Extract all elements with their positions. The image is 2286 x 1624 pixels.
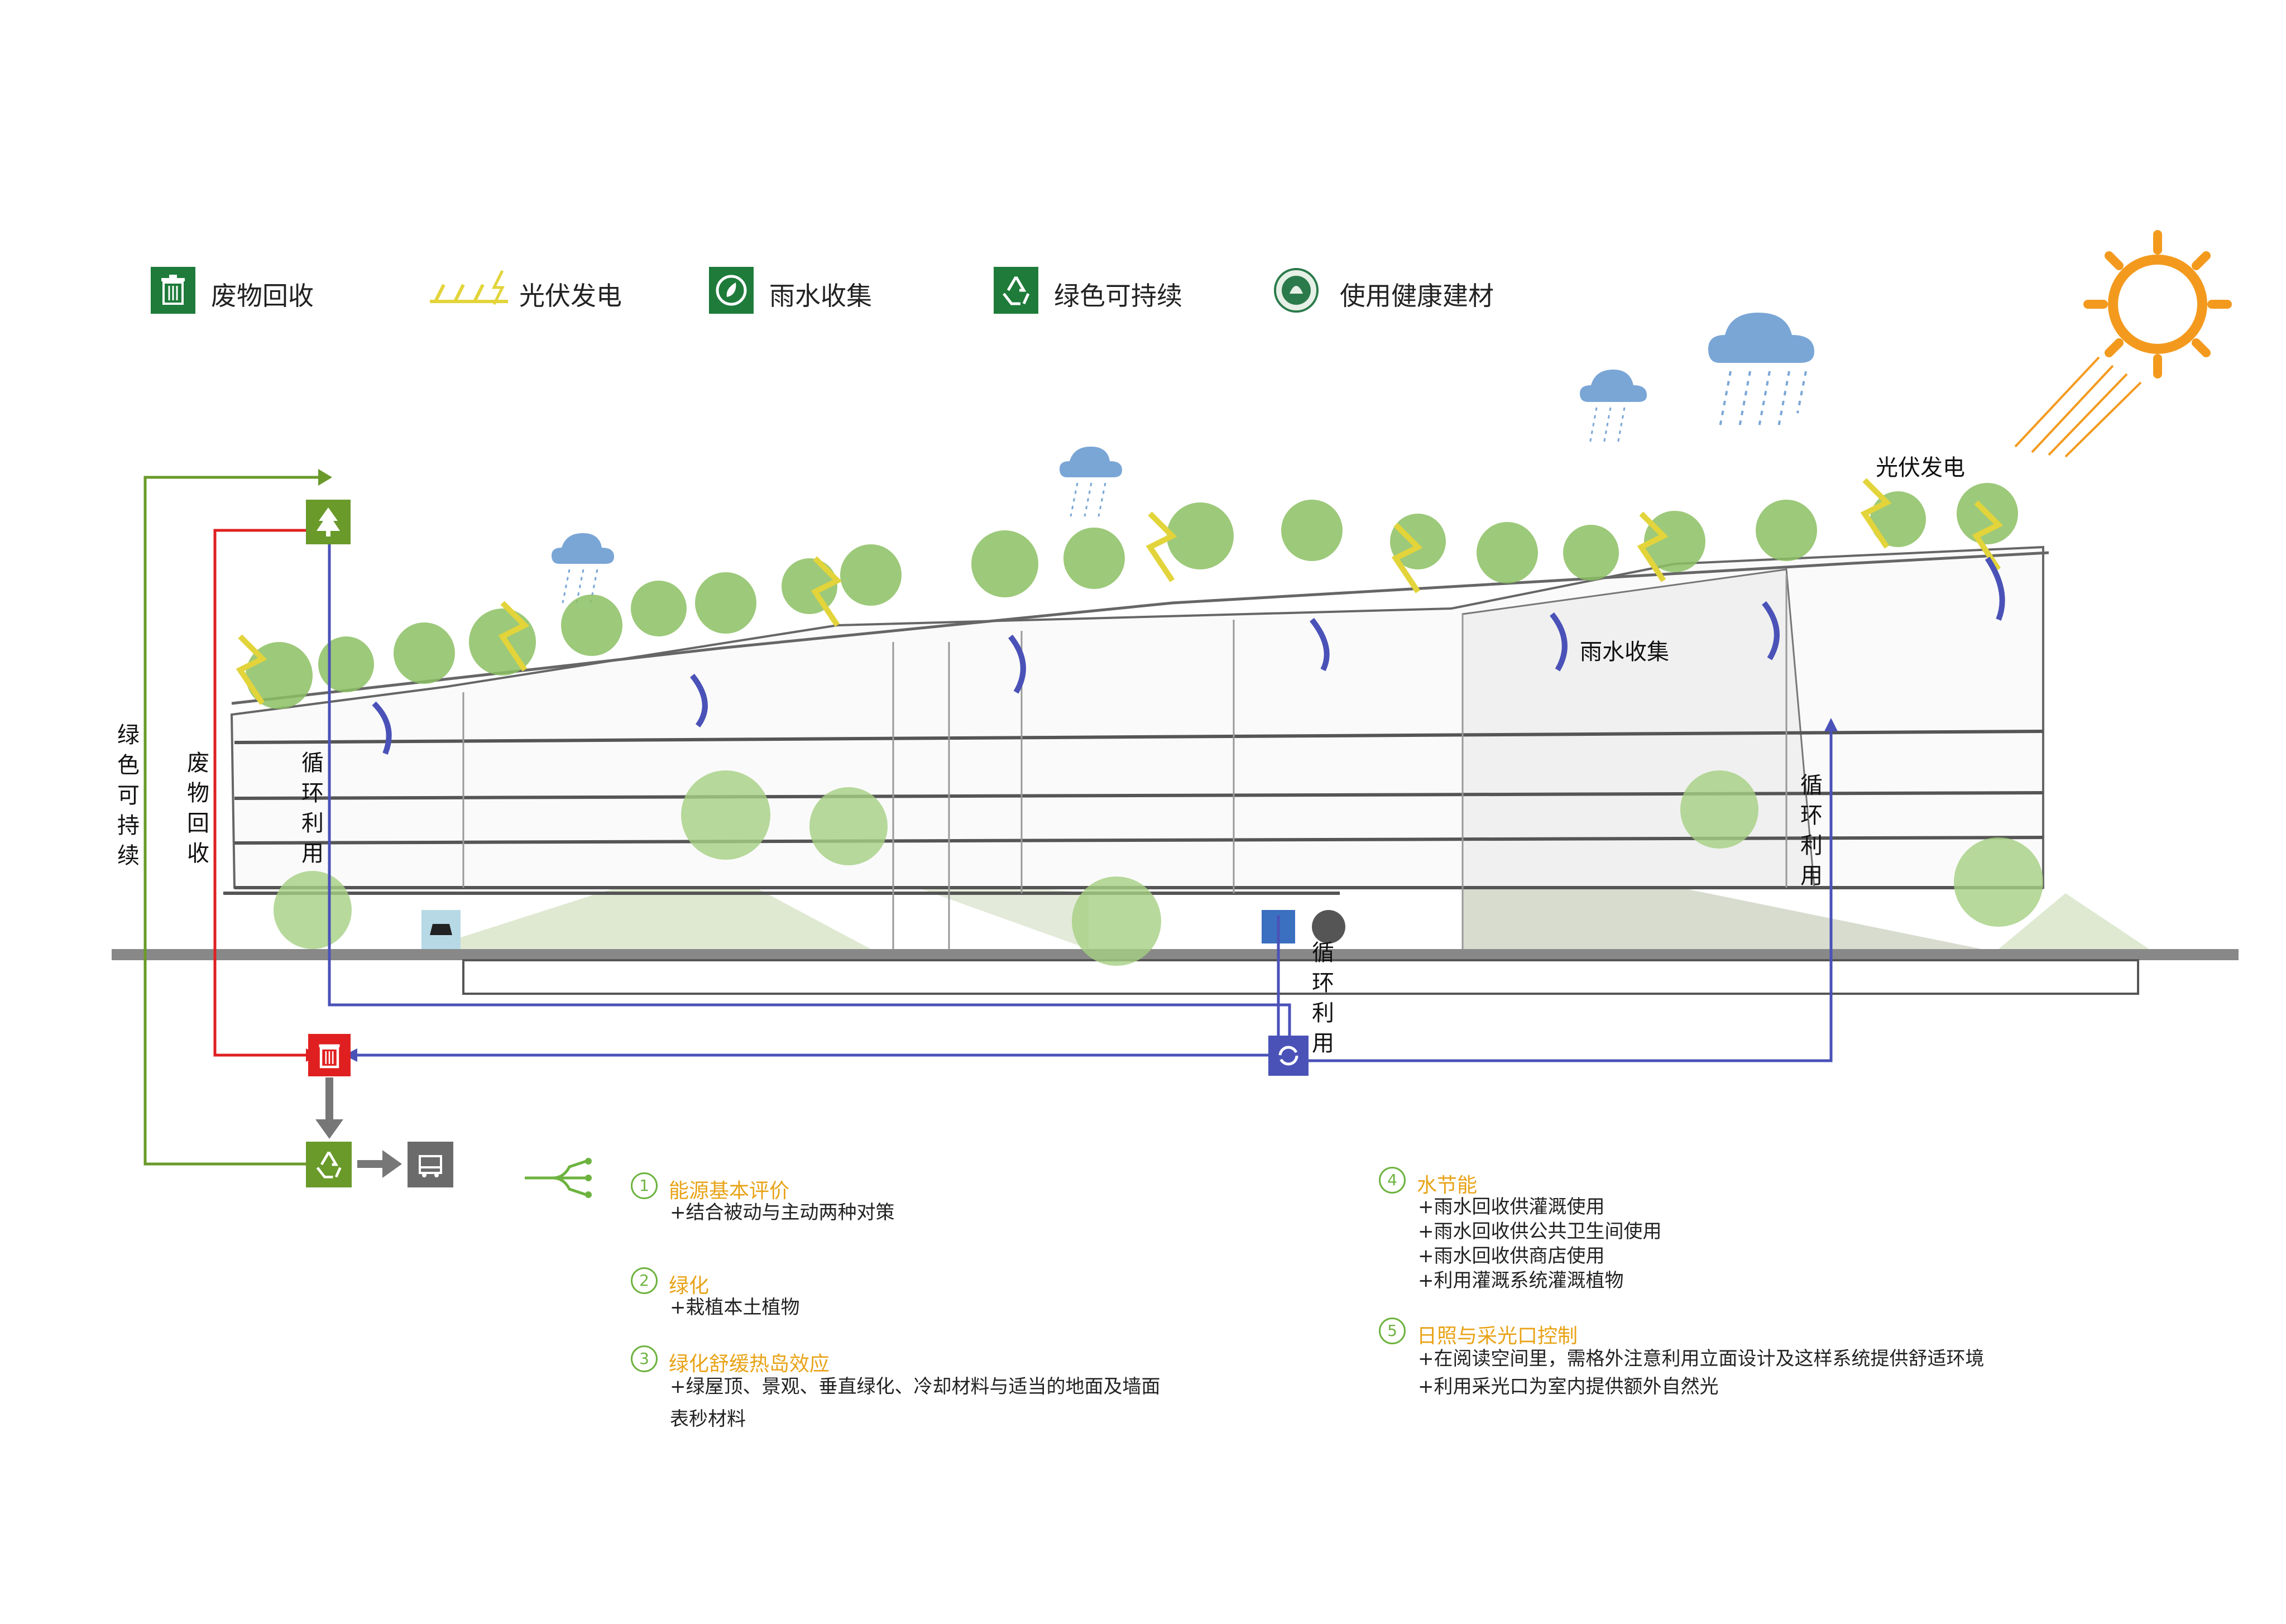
legend-label: 光伏发电 [519, 281, 622, 311]
note-title: 日照与采光口控制 [1417, 1325, 1578, 1348]
note-line: +雨水回收供商店使用 [1418, 1245, 1605, 1267]
legend-label: 绿色可持续 [1054, 281, 1182, 311]
note-line: +利用采光口为室内提供额外自然光 [1418, 1376, 1719, 1398]
legend-item-waste: 废物回收 [151, 262, 363, 318]
recycle-icon [306, 1142, 352, 1187]
legend-item-material: 使用健康建材 [1273, 262, 1552, 318]
solar-bolt-icon [424, 268, 514, 313]
annotation-green-sustain: 绿色可持续 [117, 722, 140, 869]
legend-label: 雨水收集 [769, 281, 872, 311]
legend-label: 废物回收 [211, 281, 314, 311]
note-line: +栽植本土植物 [670, 1296, 800, 1319]
legend-item-pv: 光伏发电 [424, 262, 675, 318]
note-line: +雨水回收供灌溉使用 [1418, 1196, 1605, 1218]
note-line: 表秒材料 [670, 1408, 746, 1430]
notes-left: 1 能源基本评价 +结合被动与主动两种对策 2 绿化 +栽植本土植物 3 绿化舒… [631, 1172, 1245, 1463]
legend-label: 使用健康建材 [1340, 281, 1494, 311]
rain-cloud-large-icon [1697, 301, 1825, 435]
trash-can-icon [151, 267, 195, 314]
annotation-waste-recycle: 废物回收 [187, 750, 209, 866]
notes-right: 4 水节能 +雨水回收供灌溉使用 +雨水回收供公共卫生间使用 +雨水回收供商店使… [1379, 1167, 2216, 1424]
note-number: 3 [631, 1345, 658, 1372]
annotation-cycle-bottom: 循环利用 [1312, 940, 1334, 1056]
recycle-bin-icon [408, 1142, 453, 1187]
legend: 废物回收 光伏发电 雨水收集 绿色可持续 使用健康建材 [151, 262, 1546, 318]
annotation-cycle-right: 循环利用 [1800, 773, 1823, 889]
annotation-rain: 雨水收集 [1580, 639, 1669, 665]
note-title: 能源基本评价 [669, 1180, 790, 1203]
note-line: +绿屋顶、景观、垂直绿化、冷却材料与适当的地面及墙面 [670, 1376, 1161, 1398]
tree-icon [306, 500, 351, 544]
note-line: +利用灌溉系统灌溉植物 [1418, 1270, 1624, 1292]
water-drop-icon [709, 267, 754, 314]
recycle-icon [994, 267, 1038, 314]
sun-icon [2010, 223, 2244, 458]
certification-seal-icon [1273, 267, 1320, 314]
note-number: 1 [631, 1172, 658, 1199]
note-line: +结合被动与主动两种对策 [670, 1201, 895, 1224]
note-title: 绿化 [669, 1275, 710, 1297]
note-number: 2 [631, 1267, 658, 1294]
note-number: 5 [1379, 1318, 1406, 1344]
rain-cloud-icon [1055, 441, 1128, 519]
trash-can-icon [308, 1034, 351, 1076]
note-line: +雨水回收供公共卫生间使用 [1418, 1220, 1662, 1243]
annotation-pv: 光伏发电 [1876, 455, 1965, 481]
note-title: 水节能 [1417, 1174, 1478, 1197]
note-title: 绿化舒缓热岛效应 [669, 1353, 830, 1376]
legend-item-green: 绿色可持续 [994, 262, 1245, 318]
cycle-icon [1268, 1036, 1309, 1076]
note-number: 4 [1379, 1167, 1406, 1194]
note-line: +在阅读空间里，需格外注意利用立面设计及这样系统提供舒适环境 [1418, 1348, 1985, 1370]
rain-cloud-icon [547, 528, 620, 606]
wind-icon [519, 1150, 597, 1206]
legend-item-rain: 雨水收集 [709, 262, 932, 318]
annotation-cycle-left: 循环利用 [301, 750, 324, 866]
rain-cloud-icon [1574, 363, 1652, 447]
